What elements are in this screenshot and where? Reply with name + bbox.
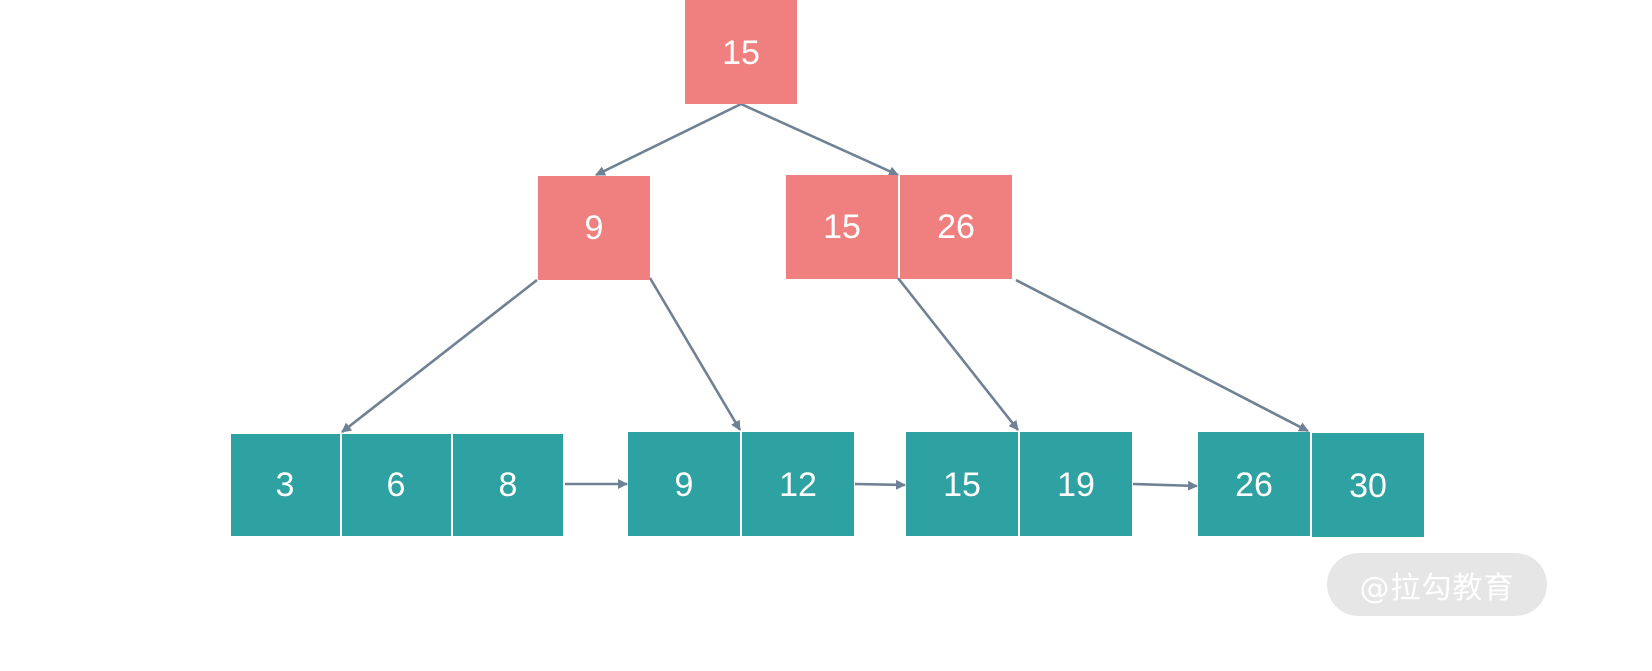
- leaf-1-key-2: 8: [499, 466, 518, 504]
- leaf-4-cell-1: [1312, 433, 1424, 537]
- edge-right-internal-to-leaf-4: [1015, 278, 1309, 433]
- leaf-3-key-0: 15: [943, 466, 981, 504]
- edge-root-to-right-internal: [740, 102, 899, 177]
- leaf-4-key-0: 26: [1235, 466, 1273, 504]
- leaf-1-cell-0: [231, 434, 340, 536]
- internal-node-left: 9: [538, 176, 650, 280]
- watermark-badge: @拉勾教育: [1327, 553, 1547, 616]
- internal-right-key-0: 15: [823, 208, 861, 246]
- watermark-text: @拉勾教育: [1359, 570, 1515, 606]
- edge-right-internal-to-leaf-3: [896, 277, 1020, 431]
- internal-node-right: 15 26: [786, 175, 1012, 279]
- root-cell-0: [685, 0, 797, 104]
- leaf-4-cell-0: [1198, 432, 1310, 536]
- leaf-node-3: 15 19: [906, 432, 1132, 536]
- leaf-3-cell-0: [906, 432, 1018, 536]
- leaf-1-cell-2: [453, 434, 563, 536]
- leaf-4-key-1: 30: [1349, 467, 1387, 505]
- leaf-3-cell-1: [1020, 432, 1132, 536]
- leaf-2-cell-1: [742, 432, 854, 536]
- leaf-2-cell-0: [628, 432, 740, 536]
- leaf-2-key-0: 9: [675, 466, 694, 504]
- leaf-2-key-1: 12: [779, 466, 817, 504]
- leaf-3-key-1: 19: [1057, 466, 1095, 504]
- leaf-1-key-1: 6: [387, 466, 406, 504]
- leaf-1-key-0: 3: [276, 466, 295, 504]
- leaf-link-2-to-3: [854, 479, 906, 490]
- edges: [341, 102, 1309, 491]
- edge-left-internal-to-leaf-2: [648, 277, 742, 431]
- edge-root-to-left-internal: [595, 102, 742, 177]
- internal-left-cell-0: [538, 176, 650, 280]
- root-key-0: 15: [722, 34, 760, 72]
- internal-right-cell-0: [786, 175, 898, 279]
- leaf-1-cell-1: [342, 434, 451, 536]
- root-node: 15: [685, 0, 797, 104]
- leaf-node-1: 3 6 8: [231, 434, 563, 536]
- leaf-node-2: 9 12: [628, 432, 854, 536]
- internal-left-key-0: 9: [585, 209, 604, 247]
- internal-right-cell-1: [900, 175, 1012, 279]
- leaf-link-3-to-4: [1132, 480, 1198, 491]
- internal-right-key-1: 26: [937, 208, 975, 246]
- edge-left-internal-to-leaf-1: [341, 278, 538, 434]
- leaf-node-4: 26 30: [1198, 432, 1424, 537]
